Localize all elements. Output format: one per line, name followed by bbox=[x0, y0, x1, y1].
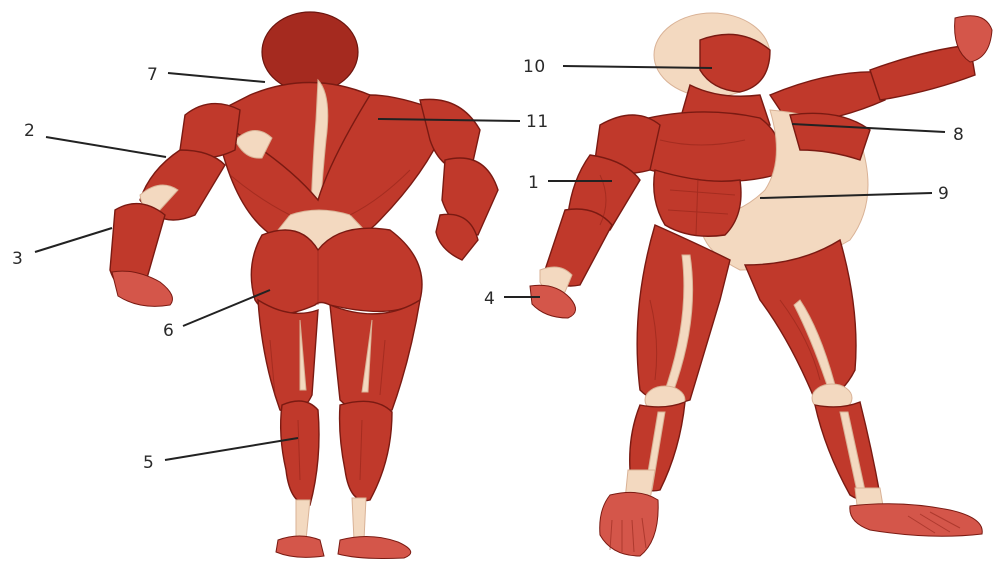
leader-line-2 bbox=[46, 137, 166, 157]
label-11: 11 bbox=[526, 112, 549, 132]
back-left-foot bbox=[276, 536, 324, 557]
label-6: 6 bbox=[163, 321, 174, 341]
leader-line-3 bbox=[35, 228, 112, 252]
back-left-deltoid bbox=[180, 104, 240, 158]
label-1: 1 bbox=[528, 173, 539, 193]
back-view-figure bbox=[110, 12, 498, 559]
label-7: 7 bbox=[147, 65, 158, 85]
back-gluteus bbox=[251, 228, 422, 314]
label-8: 8 bbox=[953, 125, 964, 145]
leader-line-5 bbox=[165, 438, 298, 460]
back-right-calf bbox=[340, 401, 392, 500]
label-4: 4 bbox=[484, 289, 495, 309]
back-left-hand bbox=[112, 271, 172, 306]
front-raised-upper-arm bbox=[870, 45, 975, 100]
label-9: 9 bbox=[938, 184, 949, 204]
front-view-figure bbox=[530, 13, 992, 556]
back-right-thigh bbox=[330, 300, 420, 413]
front-right-thigh bbox=[745, 240, 856, 400]
front-left-hand bbox=[530, 285, 576, 318]
back-left-thigh bbox=[258, 300, 318, 413]
back-right-achilles bbox=[352, 498, 366, 540]
label-5: 5 bbox=[143, 453, 154, 473]
leader-line-6 bbox=[183, 290, 270, 326]
back-head bbox=[262, 12, 358, 92]
label-10: 10 bbox=[523, 57, 546, 77]
back-left-calf bbox=[281, 401, 319, 505]
back-left-achilles bbox=[296, 500, 310, 540]
front-left-foot bbox=[600, 492, 658, 556]
front-right-foot bbox=[850, 504, 982, 537]
label-2: 2 bbox=[24, 121, 35, 141]
back-right-foot bbox=[338, 536, 411, 558]
label-3: 3 bbox=[12, 249, 23, 269]
leader-line-7 bbox=[168, 73, 265, 82]
